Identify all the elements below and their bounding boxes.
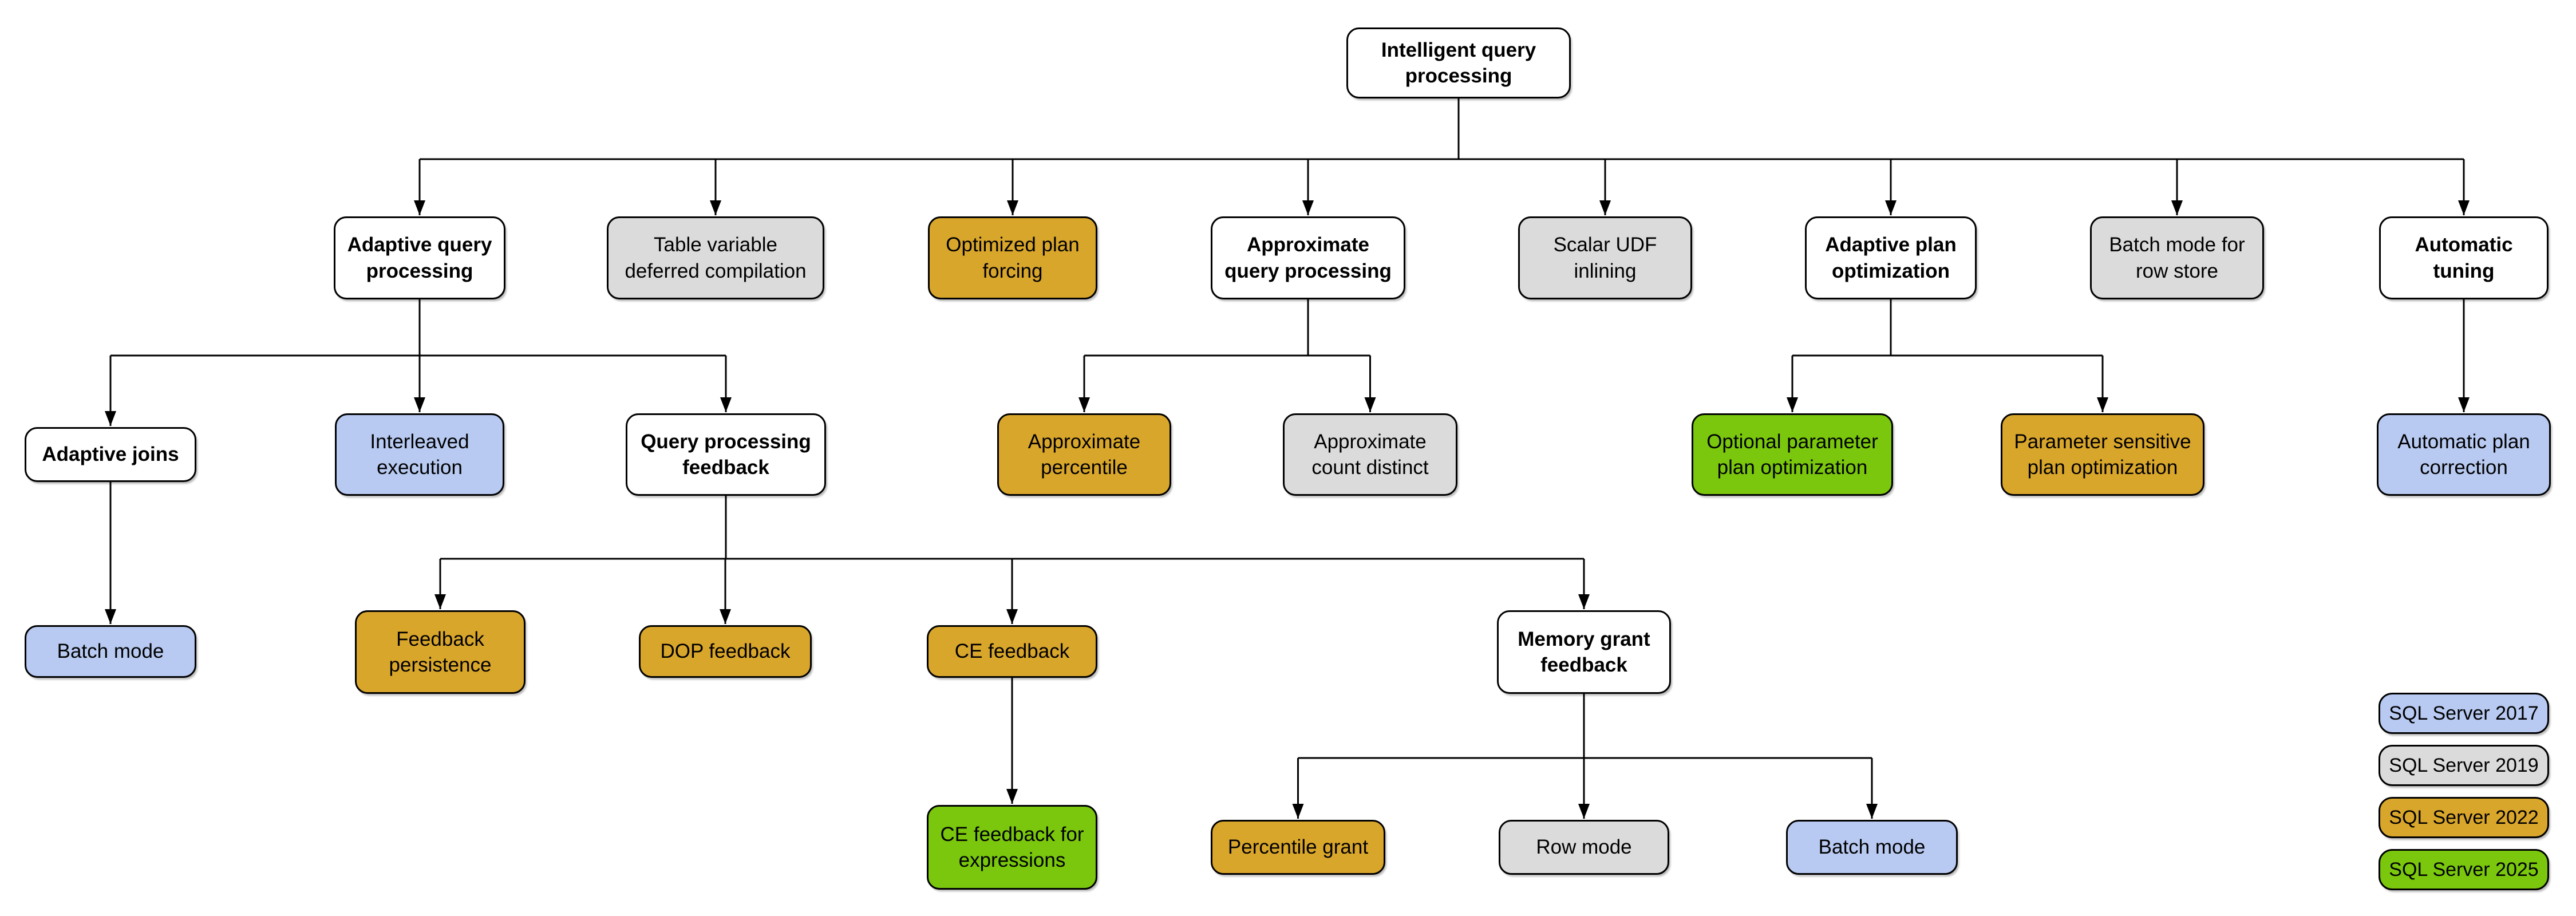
node-percentile-grant: Percentile grant — [1211, 820, 1385, 875]
node-ce-feedback-for-expressions: CE feedback for expressions — [927, 805, 1097, 890]
legend-sql-server-2025: SQL Server 2025 — [2379, 849, 2549, 890]
node-approximate-percentile: Approximate percentile — [997, 413, 1171, 496]
node-batch-mode-adaptive-joins: Batch mode — [25, 625, 196, 678]
node-query-processing-feedback: Query processing feedback — [626, 413, 826, 496]
node-adaptive-query-processing: Adaptive query processing — [334, 216, 505, 299]
legend-sql-server-2019: SQL Server 2019 — [2379, 745, 2549, 786]
node-interleaved-execution: Interleaved execution — [335, 413, 504, 496]
node-feedback-persistence: Feedback persistence — [355, 610, 526, 694]
node-automatic-plan-correction: Automatic plan correction — [2377, 413, 2551, 496]
node-optimized-plan-forcing: Optimized plan forcing — [928, 216, 1097, 299]
legend-sql-server-2022: SQL Server 2022 — [2379, 797, 2549, 838]
node-scalar-udf-inlining: Scalar UDF inlining — [1518, 216, 1692, 299]
node-table-variable-deferred-compilation: Table variable deferred compilation — [607, 216, 824, 299]
node-row-mode: Row mode — [1499, 820, 1669, 875]
node-adaptive-plan-optimization: Adaptive plan optimization — [1805, 216, 1977, 299]
node-batch-mode-memory-grant: Batch mode — [1786, 820, 1958, 875]
node-optional-parameter-plan-optimization: Optional parameter plan optimization — [1692, 413, 1893, 496]
node-ce-feedback: CE feedback — [927, 625, 1097, 678]
node-dop-feedback: DOP feedback — [639, 625, 812, 678]
node-memory-grant-feedback: Memory grant feedback — [1497, 610, 1671, 694]
node-approximate-query-processing: Approximate query processing — [1211, 216, 1405, 299]
node-approximate-count-distinct: Approximate count distinct — [1283, 413, 1457, 496]
legend-sql-server-2017: SQL Server 2017 — [2379, 693, 2549, 734]
node-batch-mode-for-row-store: Batch mode for row store — [2090, 216, 2264, 299]
node-intelligent-query-processing: Intelligent query processing — [1346, 27, 1571, 98]
node-automatic-tuning: Automatic tuning — [2379, 216, 2549, 299]
node-adaptive-joins: Adaptive joins — [25, 427, 196, 482]
node-parameter-sensitive-plan-optimization: Parameter sensitive plan optimization — [2001, 413, 2204, 496]
